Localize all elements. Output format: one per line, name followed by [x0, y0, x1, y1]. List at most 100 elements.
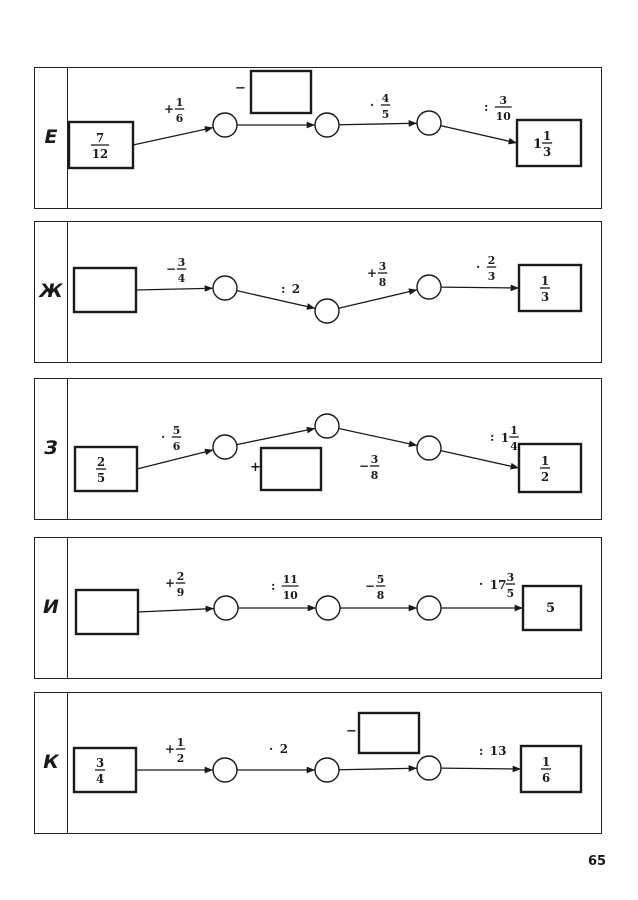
operation-label-sign: : [479, 744, 483, 758]
end-value-numerator: 1 [541, 454, 549, 468]
end-value-whole: 1 [533, 137, 542, 152]
chain-arrow-head [307, 604, 316, 612]
operation-label-sign: · [479, 577, 483, 591]
end-value-denominator: 3 [541, 290, 549, 304]
intermediate-answer-circle[interactable] [314, 112, 340, 138]
chain-arrow-head [510, 462, 519, 470]
operation-label-sign: : [271, 579, 275, 593]
panel-letter: К [43, 751, 59, 773]
chain-arrow-head [205, 605, 215, 613]
operation-label-denominator: 3 [488, 270, 496, 283]
end-value-denominator: 3 [543, 145, 551, 159]
panel-letter: З [44, 437, 58, 459]
operation-label-numerator: 11 [283, 573, 298, 586]
chain-arrow [338, 289, 418, 309]
operation-label-sign: − [365, 579, 375, 593]
operation-label-sign: · [370, 98, 374, 112]
start-value-denominator: 5 [97, 471, 105, 485]
operation-label-whole: 1 [501, 431, 509, 445]
operation-label-numerator: 1 [510, 424, 518, 437]
operand-answer-box[interactable] [249, 69, 313, 115]
operation-label-sign: + [367, 266, 377, 280]
chain-arrow-head [306, 121, 315, 129]
chain-arrow-head [204, 126, 214, 133]
operation-label-numerator: 5 [173, 424, 181, 437]
operation-label-denominator: 6 [173, 440, 181, 453]
page-number: 65 [588, 854, 607, 869]
operation-label-sign: + [165, 742, 175, 756]
operation-label-sign: + [164, 102, 174, 116]
operand-answer-box[interactable] [259, 446, 323, 492]
chain-arrow-head [408, 440, 418, 447]
chain-arrow-head [408, 120, 418, 127]
operation-label-sign: : [281, 282, 285, 296]
chain-arrow-head [306, 426, 316, 434]
intermediate-answer-circle[interactable] [416, 755, 442, 781]
operation-label-numerator: 2 [488, 254, 496, 267]
panel-letter: Е [44, 126, 58, 148]
intermediate-answer-circle[interactable] [416, 110, 442, 136]
operation-label-numerator: 3 [507, 571, 515, 584]
chain-arrow [236, 290, 316, 309]
operation-label-denominator: 9 [177, 586, 185, 599]
end-value-numerator: 1 [542, 755, 550, 769]
chain-arrow [135, 287, 214, 291]
chain-arrow [137, 607, 215, 613]
intermediate-answer-circle[interactable] [315, 595, 341, 621]
intermediate-answer-circle[interactable] [212, 112, 238, 138]
start-value-numerator: 7 [96, 131, 104, 145]
operation-label-whole: 17 [490, 578, 507, 592]
panel-letter: Ж [39, 280, 63, 302]
panel-divider [67, 538, 68, 678]
intermediate-answer-circle[interactable] [314, 298, 340, 324]
operation-label-sign: + [165, 576, 175, 590]
intermediate-answer-circle[interactable] [314, 413, 340, 439]
end-value-denominator: 2 [541, 470, 549, 484]
intermediate-answer-circle[interactable] [314, 757, 340, 783]
end-value-denominator: 6 [542, 771, 550, 785]
operation-label-numerator: 5 [377, 573, 385, 586]
operation-label-value: 2 [292, 282, 300, 296]
start-value-numerator: 2 [97, 455, 105, 469]
chain-arrow-head [306, 766, 315, 774]
intermediate-answer-circle[interactable] [212, 757, 238, 783]
operation-label-numerator: 1 [177, 736, 185, 749]
chain-arrow [136, 449, 214, 470]
intermediate-answer-circle[interactable] [212, 275, 238, 301]
panel-divider [67, 222, 68, 362]
operation-sign: − [235, 81, 246, 96]
operation-label-sign: · [161, 430, 165, 444]
chain-arrow [338, 767, 418, 771]
operation-label-value: 13 [490, 744, 507, 758]
chain-arrow [440, 767, 522, 770]
panel-divider [67, 379, 68, 519]
operand-answer-box[interactable] [357, 711, 421, 755]
panel-divider [67, 68, 68, 208]
operation-label-denominator: 10 [496, 110, 511, 123]
intermediate-answer-circle[interactable] [213, 595, 239, 621]
start-value-denominator: 4 [96, 772, 104, 786]
intermediate-answer-circle[interactable] [416, 274, 442, 300]
chain-arrow-head [306, 303, 316, 310]
panel-divider [67, 693, 68, 833]
intermediate-answer-circle[interactable] [416, 435, 442, 461]
operation-label-numerator: 3 [371, 453, 379, 466]
intermediate-answer-circle[interactable] [212, 434, 238, 460]
chain-arrow-head [508, 137, 517, 145]
start-answer-box[interactable] [74, 588, 140, 636]
operation-label-sign: · [269, 742, 273, 756]
operation-label-denominator: 6 [176, 112, 184, 125]
chain-arrow-head [512, 765, 521, 773]
operation-label-denominator: 4 [178, 272, 186, 285]
operation-label-sign: − [359, 459, 369, 473]
operation-label-denominator: 2 [177, 752, 185, 765]
operation-label-denominator: 8 [379, 276, 387, 289]
operation-label-denominator: 8 [377, 589, 385, 602]
intermediate-answer-circle[interactable] [416, 595, 442, 621]
